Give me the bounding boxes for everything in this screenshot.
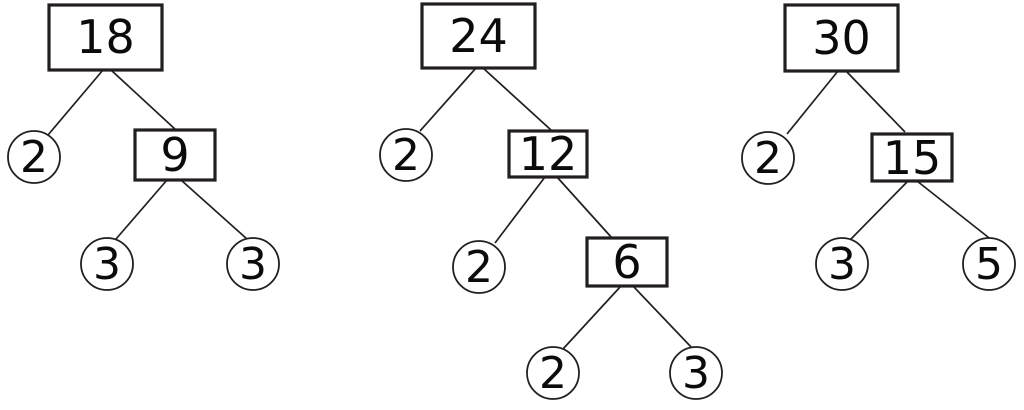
node-box-12 (507, 129, 589, 179)
node-box-18 (47, 3, 164, 72)
edge-30-to-2 (786, 70, 839, 135)
node-circle-2-level2 (452, 240, 506, 294)
node-label-3-right: 3 (239, 239, 267, 290)
node-box-6 (585, 236, 669, 288)
node-circle-2 (7, 130, 61, 184)
edge-12-to-6 (556, 176, 613, 239)
node-label-6: 6 (612, 235, 641, 289)
factor-tree-30: 30 2 15 3 5 (741, 3, 1016, 291)
node-circle-3-left (80, 237, 134, 291)
edge-18-to-9 (110, 69, 177, 131)
node-box-15 (870, 132, 954, 183)
edge-30-to-15 (845, 70, 906, 133)
node-label-2-level1: 2 (392, 130, 420, 181)
node-label-9: 9 (160, 128, 189, 182)
node-circle-2-level3 (526, 346, 580, 400)
edge-15-to-5 (916, 180, 994, 242)
node-label-2: 2 (20, 132, 48, 183)
node-circle-2-level1 (379, 128, 433, 182)
node-label-5: 5 (975, 239, 1003, 290)
edge-24-to-12 (482, 67, 552, 131)
edge-15-to-3 (849, 180, 909, 241)
node-label-2-level2: 2 (465, 242, 493, 293)
node-label-3: 3 (828, 239, 856, 290)
node-label-3-left: 3 (93, 239, 121, 290)
node-label-2-level3: 2 (539, 348, 567, 399)
node-label-30: 30 (812, 11, 871, 65)
node-label-24: 24 (449, 9, 508, 63)
edge-6-to-3 (632, 285, 694, 350)
edge-12-to-2 (494, 176, 546, 244)
node-label-15: 15 (883, 131, 942, 185)
factor-tree-24: 24 2 12 2 6 2 3 (379, 2, 723, 400)
node-label-3-level3: 3 (682, 348, 710, 399)
node-box-24 (420, 2, 537, 70)
node-circle-3-level3 (669, 346, 723, 400)
node-label-2: 2 (754, 133, 782, 184)
node-circle-5 (962, 237, 1016, 291)
edge-9-to-3-right (180, 179, 248, 240)
node-circle-2 (741, 131, 795, 185)
edge-6-to-2 (562, 285, 622, 350)
factor-tree-18: 18 2 9 3 3 (7, 3, 280, 291)
node-label-12: 12 (519, 127, 578, 181)
edge-18-to-2 (47, 69, 104, 136)
node-box-9 (133, 128, 217, 182)
edge-24-to-2 (419, 67, 477, 132)
node-circle-3 (815, 237, 869, 291)
node-label-18: 18 (76, 10, 135, 64)
node-circle-3-right (226, 237, 280, 291)
node-box-30 (783, 3, 900, 73)
edge-9-to-3-left (115, 179, 168, 240)
